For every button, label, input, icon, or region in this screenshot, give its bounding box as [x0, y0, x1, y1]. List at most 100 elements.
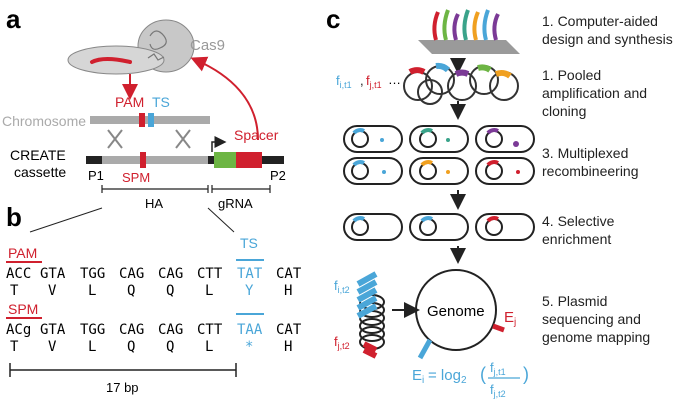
codon: CTT — [197, 266, 223, 282]
codon: GTA — [40, 266, 66, 282]
step3-line2: recombineering — [542, 163, 639, 179]
chromosome-label: Chromosome — [2, 113, 86, 129]
aa-row-1: T V L Q Q L Y H — [10, 283, 292, 299]
codon: TGG — [80, 322, 105, 338]
amino-acid-ts: Y — [245, 283, 254, 299]
ej-label: Ej — [504, 309, 516, 328]
p2-label: P2 — [270, 168, 286, 183]
amino-acid: L — [88, 339, 96, 355]
step1-line2: design and synthesis — [542, 31, 673, 47]
step5-line3: genome mapping — [542, 329, 650, 345]
sequence-row-1: ACC GTA TGG CAG CAG CTT TAT CAT — [6, 266, 302, 282]
codon: CAT — [276, 322, 302, 338]
step4-line1: 4. Selective — [542, 213, 615, 229]
ha-bracket — [101, 185, 209, 193]
codon: GTA — [40, 322, 66, 338]
read-stack-red — [362, 341, 378, 359]
amino-acid: L — [205, 283, 213, 299]
scale-bar — [9, 363, 237, 377]
f-it2: fi,t2 — [334, 278, 350, 295]
grna-label: gRNA — [218, 196, 253, 211]
ei-label: Ei — [412, 367, 424, 386]
amino-acid: Q — [166, 283, 174, 299]
spm-label-b: SPM — [8, 301, 38, 317]
amino-acid: V — [48, 339, 57, 355]
ha-label: HA — [145, 196, 163, 211]
codon: CAG — [119, 266, 144, 282]
cassette-ha — [102, 156, 208, 164]
amino-acid: L — [205, 339, 213, 355]
read-stack-blue — [356, 271, 378, 319]
pam-label-b: PAM — [8, 245, 37, 261]
eq-numerator: fj,t1 — [490, 360, 506, 377]
amino-acid: L — [88, 283, 96, 299]
spacer-arrow — [190, 56, 259, 141]
cassette-p1-end — [86, 156, 102, 164]
codon: CAG — [158, 322, 183, 338]
zoom-line-right — [207, 207, 235, 233]
ellipsis: … — [388, 72, 401, 87]
plasmid-inserts — [408, 62, 512, 79]
amino-acid: Q — [127, 339, 135, 355]
svg-text:): ) — [523, 364, 529, 384]
codon: CAG — [119, 322, 144, 338]
promoter-arrow — [211, 136, 227, 152]
ts-label-b: TS — [240, 235, 258, 251]
genome-mark-j — [492, 323, 505, 333]
amino-acid: H — [284, 283, 292, 299]
amino-acid: T — [10, 339, 19, 355]
cassette-spacer — [236, 152, 262, 168]
crossover-left — [107, 129, 123, 149]
amino-acid: T — [10, 283, 19, 299]
crossover-right — [175, 129, 191, 149]
cassette-spm — [140, 152, 146, 168]
amino-acid-stop: * — [245, 339, 253, 355]
panel-c-letter: c — [326, 4, 340, 34]
cells-dots — [380, 138, 520, 174]
codon: CAG — [158, 266, 183, 282]
enrichment-inserts — [352, 216, 499, 223]
cas9-label: Cas9 — [190, 37, 225, 54]
f-jt2: fj,t2 — [334, 334, 350, 351]
codon: ACC — [6, 266, 31, 282]
pam-label-a: PAM — [115, 94, 144, 110]
scale-label: 17 bp — [106, 380, 139, 395]
p1-label: P1 — [88, 168, 104, 183]
spacer-label: Spacer — [234, 127, 279, 143]
svg-text:(: ( — [480, 364, 486, 384]
amino-acid: H — [284, 339, 292, 355]
f-it1: fi,t1 — [336, 73, 352, 90]
sequence-row-2: ACg GTA TGG CAG CAG CTT TAA CAT — [6, 322, 302, 338]
oligo-array — [418, 9, 520, 54]
codon-ts: TAA — [237, 322, 263, 338]
spm-label-a: SPM — [122, 170, 150, 185]
cassette-green — [214, 152, 236, 168]
chromosome-ts — [148, 113, 154, 127]
amino-acid: Q — [166, 339, 174, 355]
codon: CAT — [276, 266, 302, 282]
chromosome-pam — [139, 113, 145, 127]
genome-mark-i — [417, 338, 433, 360]
genome-label: Genome — [427, 303, 485, 320]
zoom-line-left — [29, 207, 103, 233]
cells-inserts — [352, 128, 499, 167]
step1-line1: 1. Computer-aided — [542, 13, 658, 29]
ts-label-a: TS — [152, 94, 170, 110]
step3-line1: 3. Multiplexed — [542, 145, 628, 161]
create-label-1: CREATE — [10, 147, 66, 163]
codon: TGG — [80, 266, 105, 282]
eq-log: = log2 — [428, 367, 467, 386]
amino-acid: V — [48, 283, 57, 299]
step2-line2: amplification and — [542, 85, 647, 101]
step5-line1: 5. Plasmid — [542, 293, 607, 309]
step2-line3: cloning — [542, 103, 586, 119]
amino-acid: Q — [127, 283, 135, 299]
comma: , — [360, 73, 364, 88]
create-label-2: cassette — [14, 164, 66, 180]
enrichment-equation: Ei = log2 ( fj,t1 fj,t2 ) — [412, 360, 529, 399]
cas9-protein — [67, 19, 195, 75]
panel-b-letter: b — [6, 202, 22, 232]
genome-circle — [415, 269, 497, 351]
